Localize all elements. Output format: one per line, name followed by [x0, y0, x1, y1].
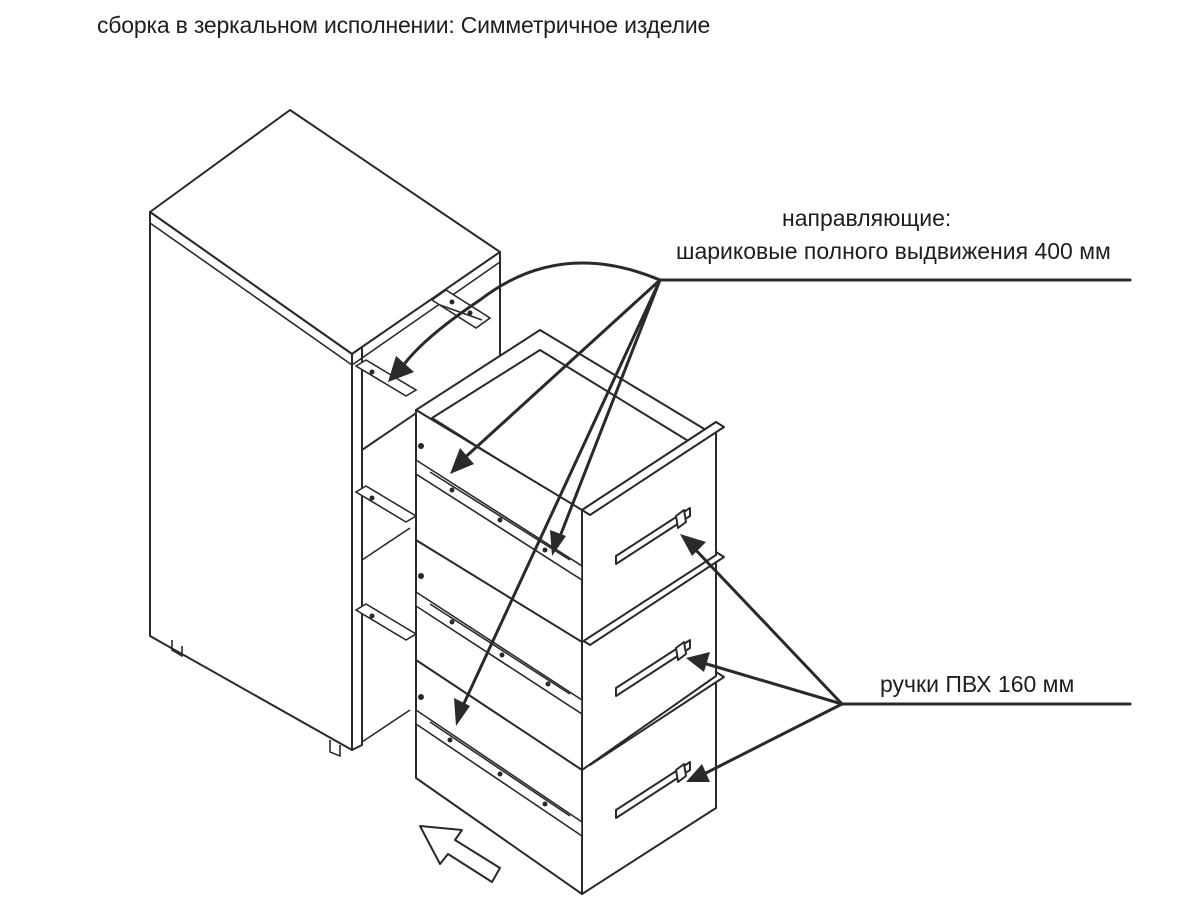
- cabinet-body: [149, 109, 501, 758]
- cabinet-foot-left: [171, 640, 183, 658]
- cabinet-foot-right: [329, 740, 341, 758]
- drawer-top: [415, 329, 725, 643]
- guides-label-line1: направляющие:: [782, 205, 952, 231]
- guides-label-line2: шариковые полного выдвижения 400 мм: [676, 238, 1111, 264]
- insert-direction-arrow-icon: [419, 825, 501, 883]
- guides-arrowhead-bottom: [454, 698, 470, 726]
- handles-arrowhead-top: [680, 534, 706, 556]
- cabinet-runner-middle: [354, 485, 418, 523]
- drawer-top-front-top: [581, 421, 725, 516]
- guides-arrowhead-rear: [388, 356, 414, 382]
- handle-middle: [615, 639, 691, 697]
- handles-label: ручки ПВХ 160 мм: [880, 671, 1075, 697]
- handles-leaders: [680, 534, 1132, 782]
- diagram-title: сборка в зеркальном исполнении: Симметри…: [97, 12, 711, 38]
- guides-leaders: [388, 261, 1132, 726]
- cabinet-runner-bottom: [354, 603, 418, 641]
- guides-arrowhead-top: [450, 448, 474, 474]
- handle-bottom: [615, 761, 691, 819]
- cabinet-runner-top: [354, 359, 418, 397]
- cabinet-right-edge: [351, 346, 363, 751]
- guides-arrowhead-middle: [550, 530, 566, 556]
- handle-top: [615, 507, 691, 565]
- handles-arrowhead-bottom: [686, 764, 710, 782]
- handles-arrowhead-middle: [686, 652, 710, 672]
